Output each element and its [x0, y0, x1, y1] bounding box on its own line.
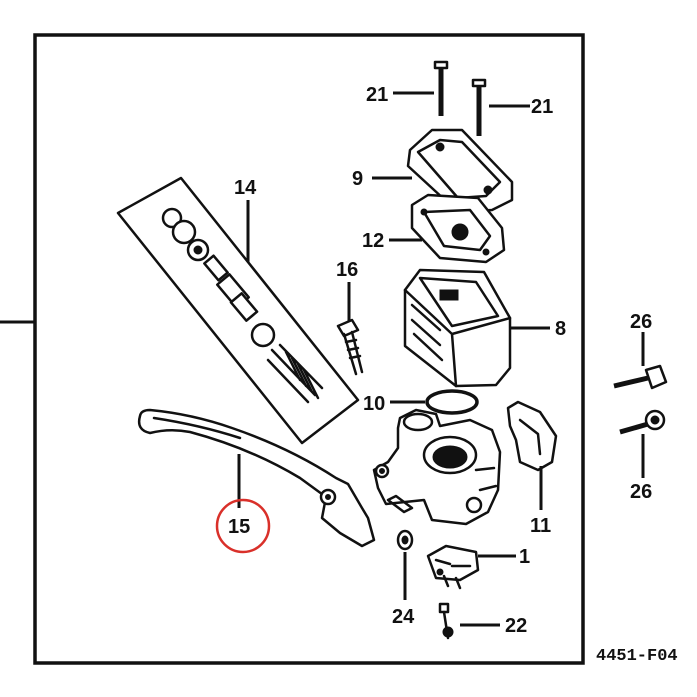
label-part-10[interactable]: 10	[363, 393, 385, 415]
label-part-22[interactable]: 22	[505, 615, 527, 637]
part-labels: 21 21 9 12 14 16 8 10 11 15 1 24 22 26 2…	[228, 84, 652, 637]
label-part-24[interactable]: 24	[392, 606, 415, 628]
diagram-frame	[33, 33, 585, 665]
switch-screw-part	[438, 602, 454, 640]
master-cylinder-body	[372, 408, 502, 526]
o-ring-part	[425, 389, 479, 415]
label-part-15[interactable]: 15	[228, 516, 250, 538]
pivot-bolt-part	[336, 318, 364, 376]
cap-screws-part	[433, 60, 487, 136]
leader-lines	[237, 91, 645, 627]
label-part-12[interactable]: 12	[362, 230, 384, 252]
washer-part	[396, 529, 414, 551]
label-part-21a[interactable]: 21	[366, 84, 388, 106]
highlight-circle	[215, 498, 271, 554]
label-part-1[interactable]: 1	[519, 546, 530, 568]
diaphragm-plate-part	[410, 193, 506, 264]
reservoir-body-part	[403, 268, 512, 388]
label-part-21b[interactable]: 21	[531, 96, 553, 118]
label-part-11[interactable]: 11	[530, 515, 551, 537]
brake-lever-part	[137, 408, 376, 548]
label-part-26b[interactable]: 26	[630, 481, 652, 503]
mirror-bolts-part	[613, 364, 668, 435]
label-part-14[interactable]: 14	[234, 177, 257, 199]
figure-code: 4451-F04	[596, 647, 678, 666]
piston-kit-part	[116, 176, 360, 445]
brake-switch-part	[426, 544, 480, 590]
label-part-16[interactable]: 16	[336, 259, 358, 281]
label-part-8[interactable]: 8	[555, 318, 566, 340]
boot-cover-part	[506, 400, 558, 472]
label-part-26a[interactable]: 26	[630, 311, 652, 333]
label-part-9[interactable]: 9	[352, 168, 363, 190]
